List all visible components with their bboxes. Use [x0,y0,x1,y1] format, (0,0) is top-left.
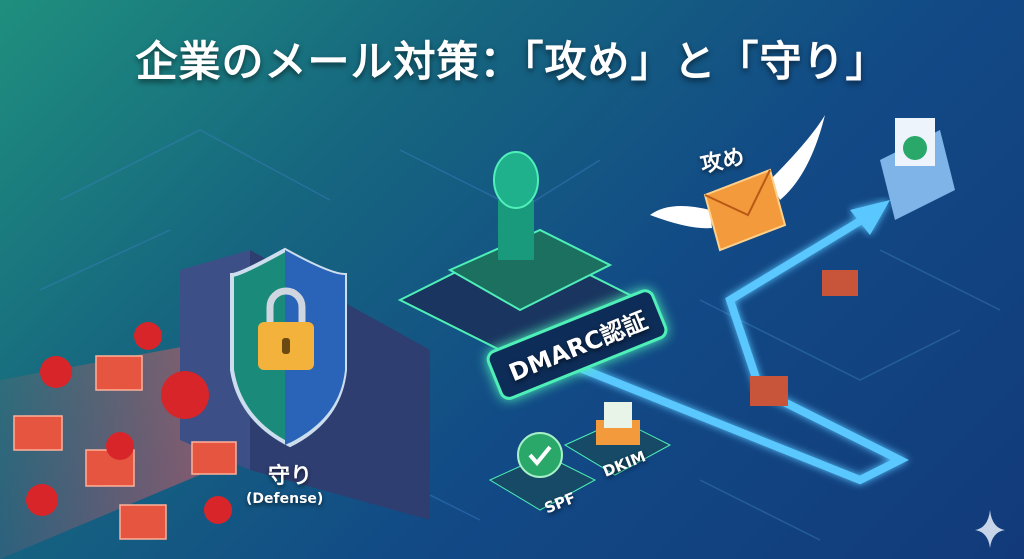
sparkle-icon [975,510,1005,548]
defense-label: 守り [268,464,313,489]
page-title: 企業のメール対策：「攻め」と「守り」 [135,37,889,86]
winged-envelope-icon [650,115,825,252]
arrow-head-icon [850,200,890,235]
lock-icon [258,287,314,370]
defense-sub-label: (Defense) [246,491,324,507]
firewall-bricks [750,270,858,406]
virus-icons [26,322,232,524]
dkim-block [563,402,672,476]
threat-envelopes [13,355,237,540]
verified-mail-icon [880,118,955,220]
spf-block [488,432,597,511]
mail-route [556,211,909,485]
